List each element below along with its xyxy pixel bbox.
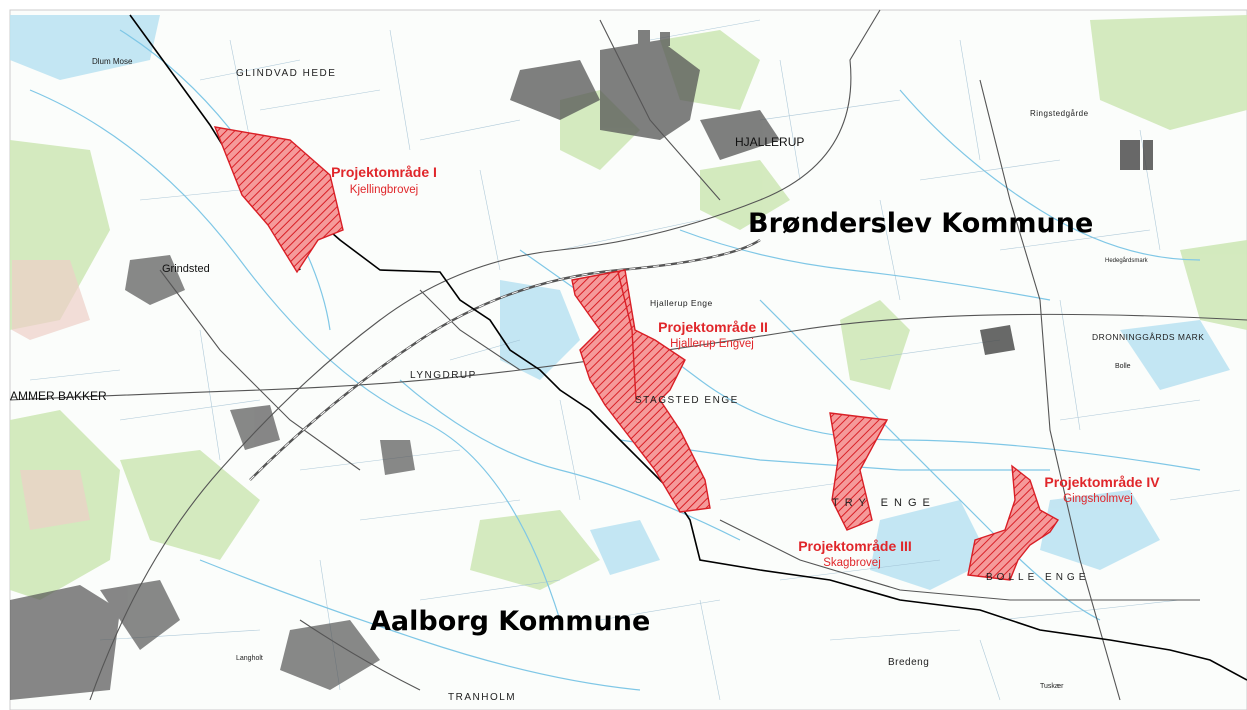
railway [249, 239, 761, 481]
place-tranholm: TRANHOLM [448, 692, 516, 703]
project-1-road: Kjellingbrovej [350, 184, 418, 196]
wetland-areas [10, 15, 1230, 590]
place-dronninggaards-mark: DRONNINGGÅRDS MARK [1092, 332, 1204, 342]
place-stagsted-enge: STAGSTED ENGE [635, 395, 739, 406]
place-try-enge: TRY ENGE [832, 497, 936, 509]
urban-hjallerup [510, 30, 780, 160]
project-3-road: Skagbrovej [823, 557, 881, 569]
place-ammer-bakker: AMMER BAKKER [10, 389, 107, 403]
place-bolle: Bolle [1115, 363, 1131, 370]
municipality-label-broenderslev: Brønderslev Kommune [748, 208, 1093, 239]
project-3-title: Projektområde III [798, 538, 912, 554]
place-glindvad-hede: GLINDVAD HEDE [236, 68, 336, 79]
project-area-2[interactable] [571, 269, 711, 513]
project-area-1[interactable] [213, 126, 344, 274]
place-hjallerup-enge: Hjallerup Enge [650, 298, 713, 308]
place-langholt: Langholt [236, 655, 263, 662]
place-ringstedgaarde: Ringstedgårde [1030, 109, 1089, 118]
place-tuskaer: Tuskær [1040, 683, 1064, 690]
project-2-title: Projektområde II [658, 319, 768, 335]
place-bredeng: Bredeng [888, 657, 929, 668]
place-bolle-enge: BOLLE ENGE [986, 572, 1089, 583]
heath-areas [12, 260, 90, 530]
urban-grindsted [125, 255, 415, 475]
place-hjallerup: HJALLERUP [735, 135, 804, 149]
project-4-title: Projektområde IV [1044, 474, 1160, 490]
municipality-label-aalborg: Aalborg Kommune [370, 606, 650, 637]
project-label-3: Projektområde III Skagbrovej [798, 538, 912, 569]
project-4-road: Gingsholmvej [1063, 493, 1133, 505]
place-lyngdrup: LYNGDRUP [410, 370, 477, 381]
place-grindsted: Grindsted [162, 263, 210, 275]
urban-aalborg-east [10, 580, 380, 700]
project-2-road: Hjallerup Engvej [670, 338, 754, 350]
roads [9, 9, 1247, 701]
municipal-boundary [129, 14, 1247, 681]
place-hedegaardsmark: Hedegårdsmark [1105, 257, 1149, 264]
field-boundaries [29, 19, 1241, 701]
project-label-2: Projektområde II Hjallerup Engvej [658, 319, 768, 350]
project-area-4[interactable] [967, 464, 1060, 581]
forest-areas [10, 15, 1247, 600]
urban-east [980, 140, 1153, 355]
project-label-4: Projektområde IV Gingsholmvej [1044, 474, 1160, 505]
project-area-3[interactable] [829, 412, 889, 531]
project-label-1: Projektområde I Kjellingbrovej [331, 164, 437, 196]
project-1-title: Projektområde I [331, 164, 437, 180]
place-dlum-mose: Dlum Mose [92, 57, 133, 66]
